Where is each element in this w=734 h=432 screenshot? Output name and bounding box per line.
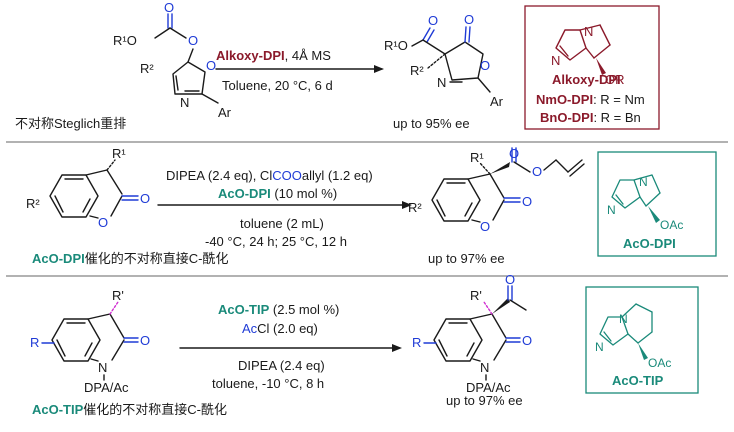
bno-dpi-line: BnO-DPI: R = Bn	[540, 110, 641, 125]
svg-text:O: O	[98, 215, 108, 230]
svg-text:O: O	[480, 58, 490, 73]
aco-tip-title: AcO-TIP	[612, 373, 664, 388]
sm3-rprime-label: R'	[112, 288, 124, 303]
svg-text:O: O	[509, 146, 519, 161]
sm1-ar-label: Ar	[218, 105, 232, 120]
arrow2-line4: -40 °C, 24 h; 25 °C, 12 h	[205, 234, 347, 249]
prod1-ar-label: Ar	[490, 94, 504, 109]
aco-tip-catalyst-box: N N OAc AcO-TIP	[585, 286, 699, 394]
svg-text:O: O	[464, 12, 474, 27]
sm3-n-sub-label: DPA/Ac	[84, 380, 129, 395]
svg-text:O: O	[140, 333, 150, 348]
arrow3-line4: toluene, -10 °C, 8 h	[212, 376, 324, 391]
sm2-r1-label: R¹	[112, 146, 126, 161]
alkoxy-dpi-catalyst-box: N N OR Alkoxy-DPI NmO-DPI: R = Nm BnO-DP…	[524, 5, 660, 130]
section-3-oxindole: N O DPA/Ac R' R AcO-TIP (2.5 mol %) AcCl…	[30, 272, 699, 417]
prod1-r1o-label: R¹O	[384, 38, 408, 53]
sm1-oxazolyl-carbonate: O R¹O O R² N O Ar	[113, 0, 232, 120]
arrow2-line2: AcO-DPI (10 mol %)	[218, 186, 337, 201]
arrow2-line1: DIPEA (2.4 eq), ClCOOallyl (1.2 eq)	[166, 168, 373, 183]
prod1-r2-label: R²	[410, 63, 424, 78]
aco-dpi-title: AcO-DPI	[623, 236, 676, 251]
svg-text:N: N	[639, 175, 648, 189]
product3-oxindole: N O DPA/Ac R' R O	[412, 272, 532, 395]
sm1-r1o-label: R¹O	[113, 33, 137, 48]
svg-text:N: N	[551, 53, 560, 68]
svg-text:O: O	[532, 164, 542, 179]
section1-caption: 不对称Steglich重排	[15, 116, 126, 131]
aco-dpi-catalyst-box: N N OAc AcO-DPI	[597, 151, 717, 257]
svg-text:O: O	[164, 0, 174, 15]
reaction-arrow-3: AcO-TIP (2.5 mol %) AcCl (2.0 eq) DIPEA …	[179, 302, 402, 391]
arrow3-line1: AcO-TIP (2.5 mol %)	[218, 302, 339, 317]
svg-text:N: N	[619, 312, 628, 326]
sm3-oxindole: N O DPA/Ac R' R	[30, 288, 150, 395]
nmo-dpi-line: NmO-DPI: R = Nm	[536, 92, 645, 107]
section-2-benzofuranone: O O R¹ R² DIPEA (2.4 eq), ClCOOallyl (1.…	[26, 146, 717, 266]
svg-text:N: N	[480, 360, 489, 375]
svg-text:N: N	[98, 360, 107, 375]
prod3-r-label: R	[412, 335, 421, 350]
alkoxy-dpi-title: Alkoxy-DPI	[552, 72, 621, 87]
arrow1-reagent-line: Alkoxy-DPI, 4Å MS	[216, 48, 331, 63]
sm1-r2-label: R²	[140, 61, 154, 76]
section2-yield: up to 97% ee	[428, 251, 505, 266]
alkoxy-or-label: OR	[605, 72, 625, 87]
reaction-arrow-1: Alkoxy-DPI, 4Å MS Toluene, 20 °C, 6 d	[215, 48, 384, 93]
section3-caption: AcO-TIP催化的不对称直接C-酰化	[32, 402, 227, 417]
reaction-arrow-2: DIPEA (2.4 eq), ClCOOallyl (1.2 eq) AcO-…	[157, 168, 412, 249]
section3-yield: up to 97% ee	[446, 393, 523, 408]
svg-text:O: O	[522, 333, 532, 348]
prod2-r1-label: R¹	[470, 150, 484, 165]
arrow2-line3: toluene (2 mL)	[240, 216, 324, 231]
svg-text:N: N	[180, 95, 189, 110]
svg-text:O: O	[428, 13, 438, 28]
svg-text:O: O	[140, 191, 150, 206]
svg-text:N: N	[595, 340, 604, 354]
arrow3-line2: AcCl (2.0 eq)	[242, 321, 318, 336]
svg-text:N: N	[607, 203, 616, 217]
product1-oxazolone: R¹O O O O N R² Ar	[384, 12, 504, 109]
arrow1-conditions: Toluene, 20 °C, 6 d	[222, 78, 333, 93]
svg-text:O: O	[505, 272, 515, 287]
arrow3-line3: DIPEA (2.4 eq)	[238, 358, 325, 373]
prod3-rprime-label: R'	[470, 288, 482, 303]
prod2-r2-label: R²	[408, 200, 422, 215]
aco-tip-oac-label: OAc	[648, 356, 671, 370]
sm2-benzofuranone: O O R¹ R²	[26, 146, 150, 230]
section1-yield: up to 95% ee	[393, 116, 470, 131]
svg-text:O: O	[480, 219, 490, 234]
aco-dpi-oac-label: OAc	[660, 218, 683, 232]
svg-text:O: O	[188, 33, 198, 48]
svg-text:N: N	[437, 75, 446, 90]
svg-text:N: N	[584, 24, 593, 39]
product2-benzofuranone: O O R¹ R² O O	[408, 146, 585, 234]
svg-text:O: O	[206, 58, 216, 73]
sm2-r2-label: R²	[26, 196, 40, 211]
prod3-n-sub-label: DPA/Ac	[466, 380, 511, 395]
svg-text:O: O	[522, 194, 532, 209]
section2-caption: AcO-DPI催化的不对称直接C-酰化	[32, 251, 228, 266]
sm3-r-label: R	[30, 335, 39, 350]
section-1-steglich: O R¹O O R² N O Ar Alkoxy-DPI, 4Å MS Tolu…	[15, 0, 660, 131]
